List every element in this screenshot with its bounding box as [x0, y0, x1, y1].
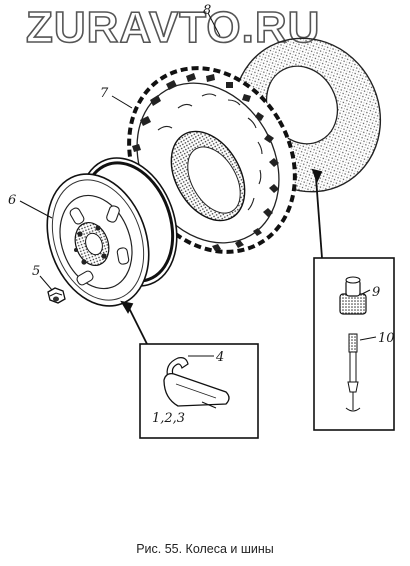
- wheel-rim: [46, 157, 178, 307]
- arrow-head-1: [120, 300, 134, 314]
- label-5: 5: [32, 264, 40, 279]
- tire-tread-blocks: [132, 73, 279, 251]
- label-7: 7: [100, 86, 109, 101]
- label-9: 9: [372, 285, 380, 300]
- figure-caption: Рис. 55. Колеса и шины: [136, 542, 274, 556]
- leader-lines: [19, 12, 221, 291]
- wheel-nut: [47, 287, 66, 304]
- watermark: ZURAVTO.RU: [25, 3, 321, 53]
- arrow-head-2: [311, 168, 323, 184]
- leader-line-5: [39, 275, 53, 291]
- rim-bolt-holes: [74, 225, 107, 265]
- label-4: 4: [215, 350, 224, 365]
- valve-spool-detail: [345, 333, 361, 412]
- label-6: 6: [8, 193, 16, 208]
- callout-arrows: [120, 168, 323, 347]
- label-1-2-3: 1,2,3: [152, 411, 185, 426]
- valve-cap-detail: [339, 276, 367, 315]
- leader-line-7: [111, 95, 133, 109]
- valve-body-detail: [163, 372, 230, 407]
- rim-slots: [69, 205, 130, 286]
- inset-box-valve: [139, 343, 259, 439]
- inset-box-cap-spool: [313, 257, 395, 431]
- leader-line-6: [19, 200, 53, 219]
- label-8: 8: [203, 3, 211, 18]
- leader-line-8: [207, 12, 221, 37]
- valve-clip-detail: [166, 357, 189, 379]
- label-10: 10: [378, 331, 395, 346]
